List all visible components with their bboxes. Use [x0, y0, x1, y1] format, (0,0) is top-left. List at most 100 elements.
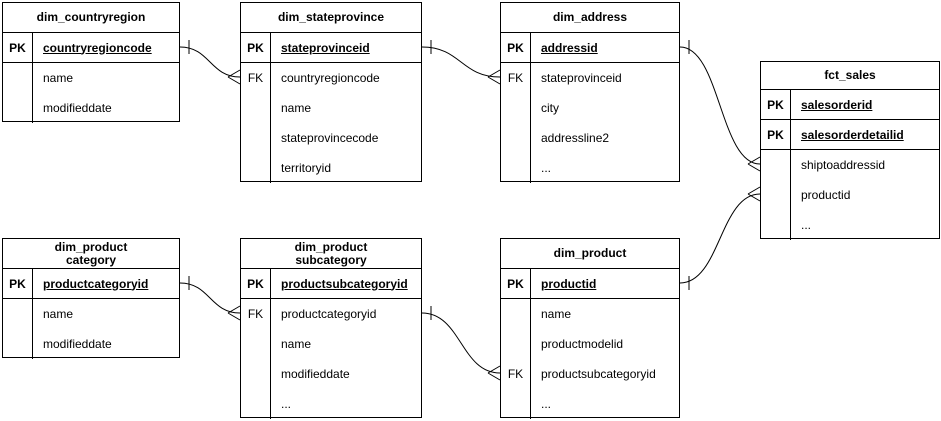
- table-row: ...: [241, 389, 421, 419]
- key-cell: [241, 123, 271, 153]
- table-row: PK productcategoryid: [3, 269, 179, 299]
- pk-badge: PK: [241, 33, 271, 62]
- pk-badge: PK: [761, 120, 791, 149]
- crow-foot-icon: [227, 305, 241, 321]
- column-name: countryregioncode: [281, 71, 380, 85]
- column-name: stateprovinceid: [281, 40, 370, 55]
- crow-foot-icon: [227, 69, 241, 85]
- key-cell: [241, 329, 271, 359]
- table-row: ...: [501, 153, 679, 183]
- table-row: productid: [761, 180, 939, 210]
- column-name: addressid: [541, 40, 598, 55]
- key-cell: [501, 299, 531, 329]
- table-title: dim_product: [501, 239, 679, 269]
- key-cell: [241, 389, 271, 419]
- table-row: stateprovincecode: [241, 123, 421, 153]
- table-row: modifieddate: [3, 329, 179, 359]
- key-cell: [501, 93, 531, 123]
- fk-badge: FK: [241, 63, 271, 93]
- column-name: ...: [801, 218, 812, 232]
- column-name: stateprovinceid: [541, 71, 622, 85]
- column-name: territoryid: [281, 161, 332, 175]
- table-row: name: [241, 329, 421, 359]
- entity-dim-productcategory: dim_product category PK productcategoryi…: [2, 238, 180, 359]
- key-cell: [501, 153, 531, 183]
- table-row: name: [241, 93, 421, 123]
- table-row: FK countryregioncode: [241, 63, 421, 93]
- column-name: salesorderid: [801, 97, 873, 112]
- key-cell: [3, 329, 33, 359]
- key-cell: [241, 359, 271, 389]
- entity-dim-productsubcategory: dim_product subcategory PK productsubcat…: [240, 238, 422, 419]
- table-row: PK salesorderdetailid: [761, 120, 939, 150]
- table-title: dim_product subcategory: [241, 239, 421, 269]
- column-name: modifieddate: [43, 337, 112, 351]
- column-name: modifieddate: [281, 367, 350, 381]
- entity-dim-product: dim_product PK productid name productmod…: [500, 238, 680, 419]
- key-cell: [3, 63, 33, 93]
- column-name: productsubcategoryid: [541, 367, 656, 381]
- fk-badge: FK: [501, 359, 531, 389]
- pk-badge: PK: [501, 269, 531, 298]
- column-name: ...: [541, 397, 552, 411]
- key-cell: [501, 389, 531, 419]
- table-row: PK productid: [501, 269, 679, 299]
- pk-badge: PK: [241, 269, 271, 298]
- column-name: ...: [281, 397, 292, 411]
- table-row: productmodelid: [501, 329, 679, 359]
- table-row: modifieddate: [241, 359, 421, 389]
- table-row: ...: [501, 389, 679, 419]
- crow-foot-icon: [747, 186, 761, 202]
- column-name: ...: [541, 161, 552, 175]
- table-row: shiptoaddressid: [761, 150, 939, 180]
- entity-dim-address: dim_address PK addressid FK stateprovinc…: [500, 2, 680, 183]
- column-name: productsubcategoryid: [281, 276, 408, 291]
- column-name: modifieddate: [43, 101, 112, 115]
- table-row: name: [501, 299, 679, 329]
- relationship-line: [421, 312, 501, 374]
- column-name: productid: [541, 276, 597, 291]
- relationship-countryregion-stateprovince: [179, 40, 241, 85]
- relationship-line: [179, 282, 241, 314]
- pk-badge: PK: [761, 90, 791, 119]
- pk-badge: PK: [3, 269, 33, 298]
- key-cell: [3, 299, 33, 329]
- column-name: countryregioncode: [43, 40, 152, 55]
- key-cell: [241, 93, 271, 123]
- entity-fct-sales: fct_sales PK salesorderid PK salesorderd…: [760, 61, 940, 240]
- column-name: productcategoryid: [43, 276, 149, 291]
- column-name: addressline2: [541, 131, 610, 145]
- table-row: PK productsubcategoryid: [241, 269, 421, 299]
- table-row: PK stateprovinceid: [241, 33, 421, 63]
- crow-foot-icon: [487, 365, 501, 381]
- key-cell: [501, 329, 531, 359]
- table-row: PK countryregioncode: [3, 33, 179, 63]
- crow-foot-icon: [747, 156, 761, 172]
- table-title: fct_sales: [761, 62, 939, 90]
- key-cell: [761, 150, 791, 180]
- key-cell: [241, 153, 271, 183]
- table-row: PK addressid: [501, 33, 679, 63]
- column-name: salesorderdetailid: [801, 127, 904, 142]
- column-name: shiptoaddressid: [801, 158, 886, 172]
- relationship-line: [679, 46, 761, 165]
- table-title: dim_address: [501, 3, 679, 33]
- pk-badge: PK: [3, 33, 33, 62]
- table-row: FK stateprovinceid: [501, 63, 679, 93]
- relationship-line: [179, 46, 241, 78]
- column-name: productid: [801, 188, 851, 202]
- column-name: name: [43, 307, 74, 321]
- table-row: FK productsubcategoryid: [501, 359, 679, 389]
- column-name: productmodelid: [541, 337, 624, 351]
- key-cell: [761, 210, 791, 240]
- relationship-stateprovince-address: [421, 40, 501, 85]
- entity-dim-countryregion: dim_countryregion PK countryregioncode n…: [2, 2, 180, 123]
- table-row: territoryid: [241, 153, 421, 183]
- table-title: dim_stateprovince: [241, 3, 421, 33]
- table-title: dim_countryregion: [3, 3, 179, 33]
- relationship-line: [421, 46, 501, 78]
- key-cell: [3, 93, 33, 123]
- table-row: name: [3, 63, 179, 93]
- relationship-product-fctsales: [679, 186, 761, 290]
